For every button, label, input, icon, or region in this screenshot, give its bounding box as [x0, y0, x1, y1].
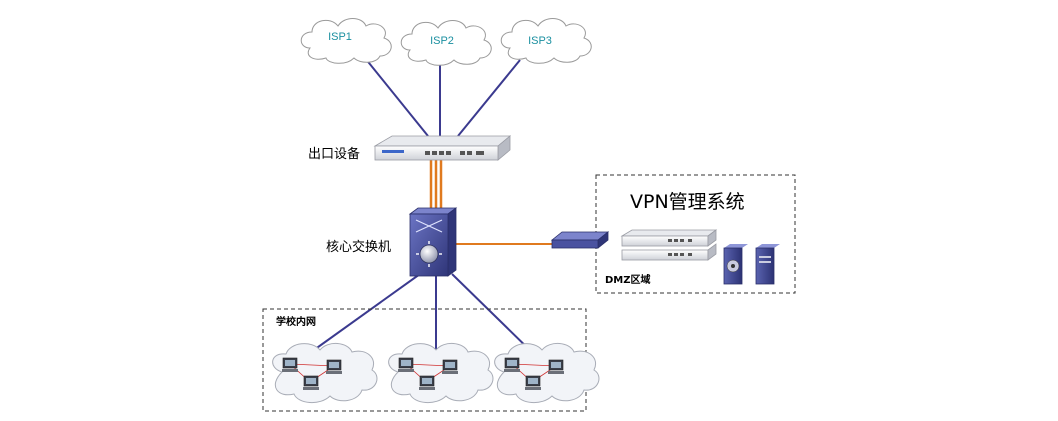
isp2-label: ISP2: [430, 35, 454, 47]
pc-icon: [547, 359, 565, 375]
campus-network-label: 学校内网: [276, 317, 316, 328]
pc-icon: [325, 359, 343, 375]
egress-device-icon: [373, 135, 512, 161]
dmz-switch-icon: [550, 231, 610, 249]
pc-icon: [418, 375, 436, 391]
pc-icon: [281, 357, 299, 373]
isp1-label: ISP1: [328, 31, 352, 43]
dmz-zone-label: DMZ区域: [605, 275, 651, 286]
pc-icon: [503, 357, 521, 373]
link-isp1: [364, 57, 429, 137]
link-isp3: [457, 59, 521, 137]
lan-cloud-1: [272, 342, 378, 404]
lan-cloud-2: [388, 342, 494, 404]
isp3-label: ISP3: [528, 35, 552, 47]
egress-device-label: 出口设备: [308, 147, 361, 162]
pc-icon: [397, 357, 415, 373]
pc-icon: [302, 375, 320, 391]
vpn-system-title: VPN管理系统: [630, 191, 745, 213]
core-switch-icon: [408, 207, 458, 277]
core-switch-label: 核心交换机: [326, 240, 392, 255]
pc-icon: [524, 375, 542, 391]
link-lan-1: [299, 273, 421, 361]
vpn-appliance-1-icon: [620, 229, 718, 247]
pc-icon: [441, 359, 459, 375]
dmz-server-1-icon: [723, 244, 748, 285]
dmz-server-2-icon: [755, 244, 780, 285]
vpn-appliance-2-icon: [621, 243, 717, 261]
lan-cloud-3: [494, 342, 600, 404]
